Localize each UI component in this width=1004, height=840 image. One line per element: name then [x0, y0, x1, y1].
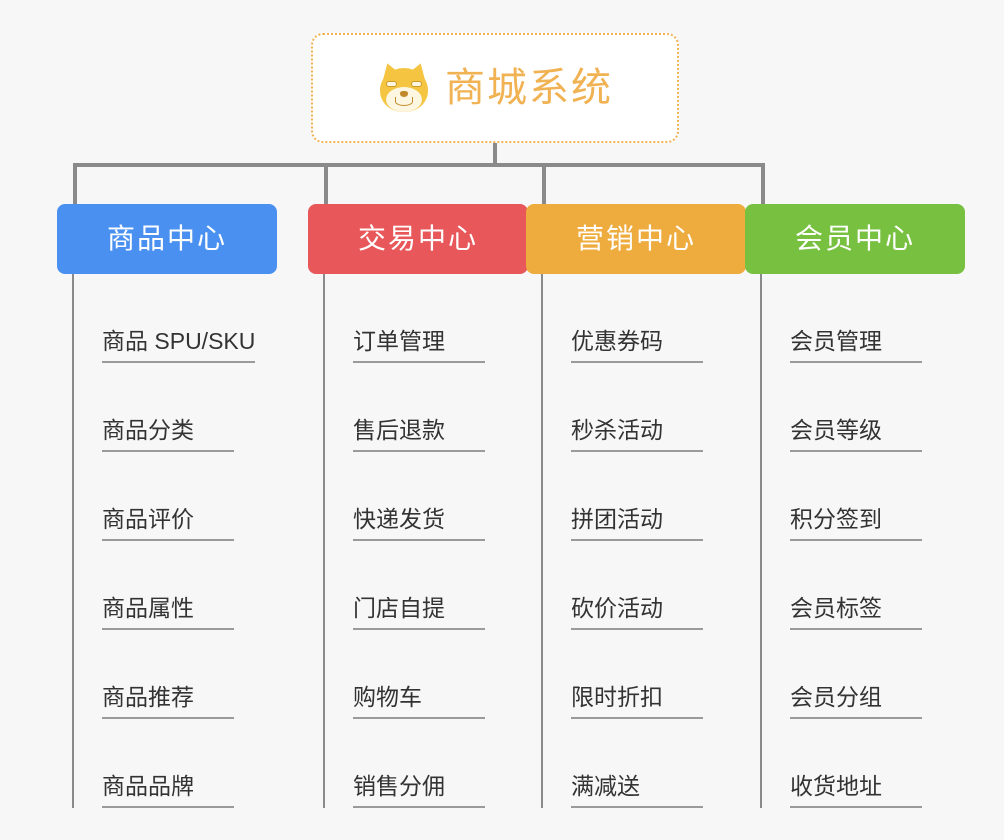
column-header-product-center[interactable]: 商品中心 [57, 204, 277, 274]
list-item-label: 限时折扣 [571, 686, 703, 719]
list-item[interactable]: 积分签到 [745, 452, 965, 541]
list-item-label: 秒杀活动 [571, 419, 703, 452]
list-item-label: 收货地址 [790, 775, 922, 808]
branch-stem-product-center [73, 163, 77, 204]
list-item[interactable]: 收货地址 [745, 719, 965, 808]
list-item-label: 积分签到 [790, 508, 922, 541]
item-list-marketing-center: 优惠券码秒杀活动拼团活动砍价活动限时折扣满减送 [526, 274, 746, 808]
column-spine [323, 274, 325, 808]
list-item[interactable]: 满减送 [526, 719, 746, 808]
list-item[interactable]: 商品属性 [57, 541, 277, 630]
item-list-trade-center: 订单管理售后退款快递发货门店自提购物车销售分佣 [308, 274, 528, 808]
list-item-label: 会员标签 [790, 597, 922, 630]
column-marketing-center: 营销中心优惠券码秒杀活动拼团活动砍价活动限时折扣满减送 [526, 204, 746, 808]
list-item-label: 商品评价 [102, 508, 234, 541]
column-header-marketing-center[interactable]: 营销中心 [526, 204, 746, 274]
shiba-dog-face-icon [376, 60, 432, 114]
root-stem [493, 143, 497, 167]
list-item[interactable]: 优惠券码 [526, 274, 746, 363]
list-item[interactable]: 订单管理 [308, 274, 528, 363]
item-list-member-center: 会员管理会员等级积分签到会员标签会员分组收货地址 [745, 274, 965, 808]
list-item[interactable]: 会员分组 [745, 630, 965, 719]
list-item-label: 商品品牌 [102, 775, 234, 808]
list-item[interactable]: 限时折扣 [526, 630, 746, 719]
list-item[interactable]: 售后退款 [308, 363, 528, 452]
list-item-label: 商品 SPU/SKU [102, 330, 256, 363]
list-item[interactable]: 快递发货 [308, 452, 528, 541]
list-item-label: 会员分组 [790, 686, 922, 719]
column-trade-center: 交易中心订单管理售后退款快递发货门店自提购物车销售分佣 [308, 204, 528, 808]
list-item[interactable]: 会员标签 [745, 541, 965, 630]
list-item[interactable]: 销售分佣 [308, 719, 528, 808]
list-item-label: 满减送 [571, 775, 703, 808]
list-item-label: 门店自提 [353, 597, 485, 630]
list-item[interactable]: 拼团活动 [526, 452, 746, 541]
branch-stem-member-center [761, 163, 765, 204]
list-item-label: 会员管理 [790, 330, 922, 363]
list-item[interactable]: 商品推荐 [57, 630, 277, 719]
list-item-label: 销售分佣 [353, 775, 485, 808]
list-item[interactable]: 商品品牌 [57, 719, 277, 808]
list-item[interactable]: 会员管理 [745, 274, 965, 363]
column-spine [760, 274, 762, 808]
column-spine [541, 274, 543, 808]
list-item[interactable]: 商品评价 [57, 452, 277, 541]
list-item-label: 快递发货 [353, 508, 485, 541]
list-item[interactable]: 商品分类 [57, 363, 277, 452]
list-item[interactable]: 购物车 [308, 630, 528, 719]
list-item-label: 售后退款 [353, 419, 485, 452]
branch-stem-marketing-center [542, 163, 546, 204]
column-header-trade-center[interactable]: 交易中心 [308, 204, 528, 274]
list-item-label: 拼团活动 [571, 508, 703, 541]
list-item[interactable]: 秒杀活动 [526, 363, 746, 452]
column-header-member-center[interactable]: 会员中心 [745, 204, 965, 274]
horizontal-bus [73, 163, 765, 167]
list-item[interactable]: 商品 SPU/SKU [57, 274, 277, 363]
list-item[interactable]: 砍价活动 [526, 541, 746, 630]
list-item-label: 商品分类 [102, 419, 234, 452]
item-list-product-center: 商品 SPU/SKU 商品分类商品评价商品属性商品推荐商品品牌 [57, 274, 277, 808]
column-product-center: 商品中心商品 SPU/SKU 商品分类商品评价商品属性商品推荐商品品牌 [57, 204, 277, 808]
list-item-label: 会员等级 [790, 419, 922, 452]
list-item-label: 优惠券码 [571, 330, 703, 363]
list-item-label: 商品属性 [102, 597, 234, 630]
column-spine [72, 274, 74, 808]
list-item-label: 商品推荐 [102, 686, 234, 719]
list-item[interactable]: 会员等级 [745, 363, 965, 452]
branch-stem-trade-center [324, 163, 328, 204]
list-item-label: 订单管理 [353, 330, 485, 363]
list-item[interactable]: 门店自提 [308, 541, 528, 630]
column-member-center: 会员中心会员管理会员等级积分签到会员标签会员分组收货地址 [745, 204, 965, 808]
root-node-mall-system[interactable]: 商城系统 [311, 33, 679, 143]
root-title: 商城系统 [445, 66, 613, 110]
list-item-label: 砍价活动 [571, 597, 703, 630]
list-item-label: 购物车 [353, 686, 485, 719]
